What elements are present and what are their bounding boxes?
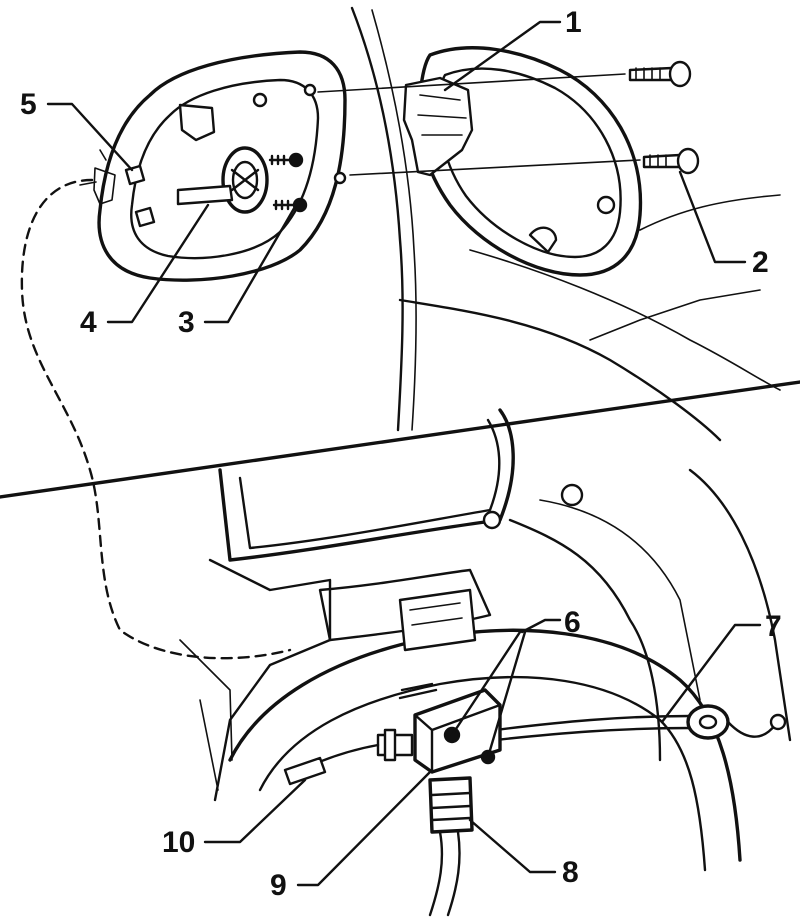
housing-screw-hole bbox=[252, 92, 268, 108]
flap-actuator-motor bbox=[413, 688, 502, 774]
cross-member bbox=[318, 568, 492, 642]
body-crease-2 bbox=[589, 289, 761, 341]
flap-screw-upper bbox=[628, 60, 692, 88]
body-crease bbox=[639, 194, 781, 231]
mount-bracket bbox=[398, 588, 477, 652]
screw-lower-housing bbox=[272, 197, 308, 213]
release-cable-2 bbox=[493, 726, 692, 742]
callout-5: 5 bbox=[20, 88, 134, 172]
flap-bumper bbox=[596, 195, 616, 215]
screw-upper-housing bbox=[268, 152, 304, 168]
section-divider bbox=[0, 380, 800, 499]
callout-7-label: 7 bbox=[765, 610, 782, 643]
release-cable-route bbox=[20, 178, 292, 660]
screw-pointer-lines bbox=[450, 630, 527, 759]
callout-6: 6 bbox=[520, 606, 581, 639]
callout-1-label: 1 bbox=[565, 6, 582, 39]
housing-tab bbox=[178, 103, 216, 142]
callout-4: 4 bbox=[80, 203, 210, 339]
wheelhouse-contour-2 bbox=[258, 676, 707, 872]
bottom-view bbox=[179, 408, 792, 917]
wiring-connector bbox=[428, 776, 474, 917]
callout-10-label: 10 bbox=[162, 826, 195, 859]
alignment-line-lower bbox=[349, 159, 641, 176]
grommet bbox=[221, 146, 269, 214]
filler-housing bbox=[97, 50, 347, 282]
wheel-arch-line bbox=[398, 298, 722, 442]
pull-ring-cord bbox=[726, 720, 777, 738]
callout-9-label: 9 bbox=[270, 869, 287, 902]
wheel-arch-line-2 bbox=[469, 249, 781, 391]
side-frame-2 bbox=[539, 499, 701, 701]
callout-2-label: 2 bbox=[752, 246, 769, 279]
callout-8: 8 bbox=[468, 818, 579, 889]
callout-3: 3 bbox=[178, 203, 298, 339]
body-panel-edge bbox=[350, 6, 404, 432]
inner-panel-2 bbox=[179, 639, 233, 791]
actuator-plunger bbox=[283, 728, 414, 786]
side-frame bbox=[508, 518, 662, 762]
clip-nut-upper bbox=[124, 164, 146, 186]
callout-10: 10 bbox=[162, 778, 307, 859]
pull-ring bbox=[686, 704, 730, 740]
callout-3-label: 3 bbox=[178, 306, 195, 339]
housing-hole-bottom bbox=[333, 171, 347, 185]
callout-5-label: 5 bbox=[20, 88, 37, 121]
flap-tab bbox=[528, 226, 558, 254]
callout-1: 1 bbox=[443, 6, 582, 92]
callout-2: 2 bbox=[678, 170, 769, 279]
drain-hole-2 bbox=[482, 510, 502, 530]
callout-6-label: 6 bbox=[564, 606, 581, 639]
clip-nut-lower bbox=[134, 206, 156, 228]
callout-4-label: 4 bbox=[80, 306, 97, 339]
trunk-opening bbox=[218, 408, 515, 562]
bracket-left bbox=[79, 149, 116, 205]
housing-hole-top bbox=[303, 83, 317, 97]
rear-edge bbox=[688, 468, 792, 742]
actuator-rod bbox=[176, 184, 234, 206]
callout-9: 9 bbox=[270, 770, 432, 902]
flap-screw-lower bbox=[642, 147, 700, 175]
body-panel-edge-inner bbox=[371, 9, 417, 431]
callout-7: 7 bbox=[660, 610, 782, 724]
callout-8-label: 8 bbox=[562, 856, 579, 889]
top-view bbox=[79, 6, 781, 442]
trunk-opening-inner bbox=[238, 418, 501, 550]
direction-arrow bbox=[398, 682, 438, 700]
alignment-line-upper bbox=[317, 73, 626, 93]
drain-hole bbox=[560, 483, 584, 507]
wheelhouse-contour bbox=[228, 628, 742, 862]
